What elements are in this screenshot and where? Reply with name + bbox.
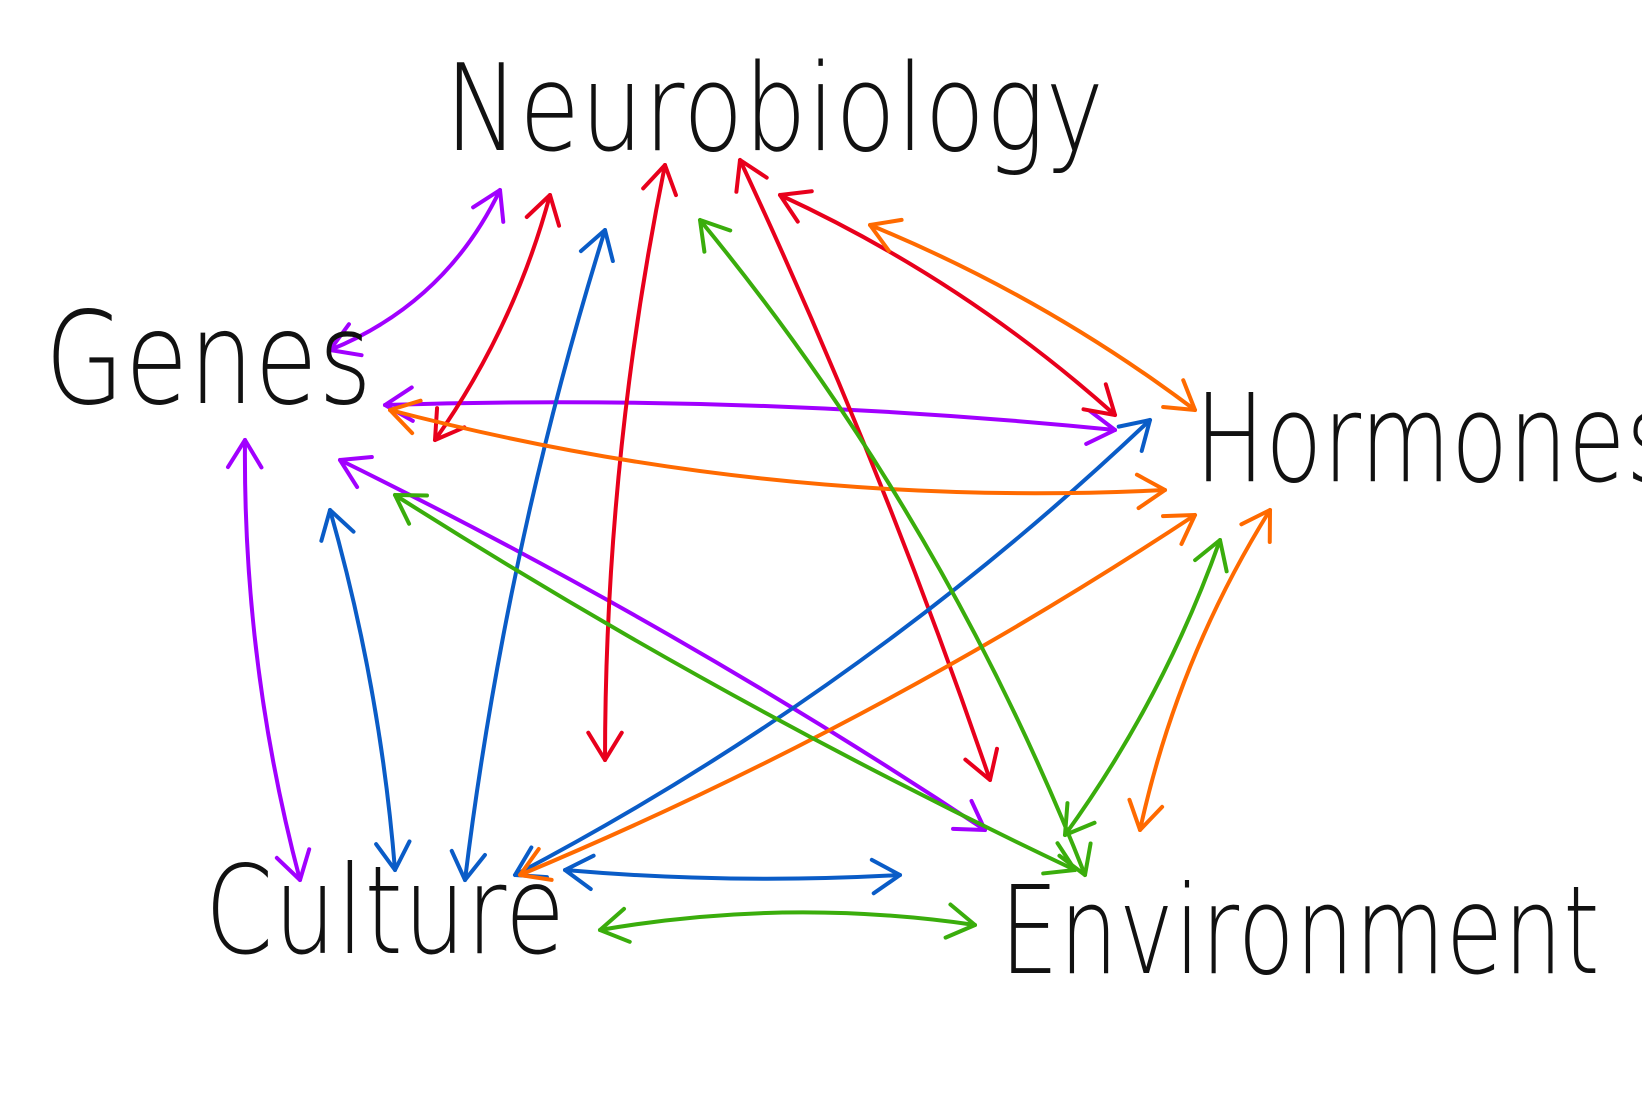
arrow-line-culture-genes [328, 508, 397, 872]
arrow-head-hormones [1081, 382, 1117, 417]
arrow-head-environment [1193, 538, 1229, 574]
arrow-line-neurobiology-environment [738, 158, 992, 782]
arrow-head-environment [1127, 797, 1165, 832]
arrow-environment-genes [393, 493, 1077, 876]
arrow-line-environment-genes [393, 493, 1077, 872]
arrow-head-neurobiology [471, 188, 506, 224]
arrow-head-genes [383, 385, 415, 423]
arrow-line-culture-environment [563, 868, 902, 881]
arrow-head-hormones [1084, 408, 1117, 446]
arrow-genes-environment [338, 455, 987, 832]
arrow-head-genes [374, 839, 412, 872]
arrow-head-environment [869, 857, 902, 896]
arrow-head-culture [598, 906, 632, 944]
arrow-line-hormones-culture [518, 513, 1197, 877]
arrow-hormones-culture [518, 513, 1197, 882]
arrow-environment-hormones [1063, 538, 1229, 837]
arrow-head-genes [393, 493, 429, 526]
arrow-genes-neurobiology [328, 188, 506, 358]
arrow-head-culture [578, 228, 615, 264]
arrow-line-genes-hormones [383, 400, 1117, 432]
arrow-line-neurobiology-hormones [778, 193, 1117, 417]
arrow-culture-genes [319, 508, 412, 872]
arrow-line-environment-hormones [1063, 538, 1222, 837]
arrow-head-genes [524, 193, 562, 228]
node-culture: Culture [205, 840, 566, 982]
arrow-head-culture [586, 730, 624, 762]
arrow-neurobiology-genes [433, 193, 562, 442]
arrow-head-hormones [1063, 801, 1097, 837]
arrow-culture-hormones [513, 418, 1152, 880]
arrow-head-environment [943, 902, 977, 940]
arrow-line-culture-neurobiology [463, 228, 607, 882]
arrow-line-genes-neurobiology [328, 188, 502, 352]
arrow-line-hormones-genes [388, 408, 1167, 496]
arrow-head-genes [338, 455, 374, 490]
node-genes: Genes [45, 285, 373, 434]
arrow-head-environment [951, 798, 987, 832]
arrow-head-genes [328, 322, 364, 358]
arrow-head-neurobiology [778, 189, 814, 224]
arrow-head-environment [1041, 841, 1077, 876]
arrow-culture-neurobiology [449, 228, 615, 882]
arrow-line-neurobiology-genes [433, 193, 552, 442]
arrow-line-hormones-environment [1138, 508, 1272, 832]
arrow-line-genes-culture [242, 438, 302, 882]
arrow-neurobiology-environment [734, 158, 999, 782]
arrow-head-genes [388, 398, 423, 436]
arrow-line-genes-environment [338, 458, 987, 832]
node-environment: Environment [1000, 860, 1601, 1002]
arrow-line-environment-neurobiology [698, 218, 1087, 877]
arrow-line-culture-hormones [513, 418, 1152, 877]
arrow-hormones-neurobiology [868, 217, 1197, 412]
arrow-genes-hormones [383, 385, 1117, 446]
arrow-head-culture [518, 847, 554, 882]
arrow-head-environment [963, 746, 999, 782]
node-hormones: Hormones [1195, 368, 1642, 510]
arrow-line-environment-culture [598, 910, 977, 932]
arrow-hormones-genes [388, 398, 1167, 511]
arrow-head-neurobiology [641, 163, 678, 198]
arrow-hormones-environment [1127, 508, 1272, 832]
arrow-culture-environment [563, 853, 902, 896]
node-neurobiology: Neurobiology [445, 40, 1105, 179]
arrow-head-neurobiology [433, 406, 467, 442]
arrow-neurobiology-hormones [778, 189, 1117, 417]
arrow-head-culture [563, 853, 596, 892]
arrow-head-hormones [1161, 513, 1197, 546]
arrow-head-culture [319, 508, 356, 543]
arrow-head-genes [225, 438, 264, 470]
arrow-head-hormones [1116, 418, 1152, 453]
arrow-head-culture [274, 847, 312, 882]
arrow-head-hormones [1134, 472, 1167, 511]
arrow-environment-culture [598, 902, 977, 944]
arrow-head-neurobiology [734, 158, 769, 194]
arrow-genes-culture [225, 438, 312, 882]
arrow-environment-neurobiology [698, 218, 1093, 877]
arrow-head-hormones [1239, 508, 1272, 544]
arrow-line-hormones-neurobiology [868, 223, 1197, 412]
arrow-head-neurobiology [449, 848, 487, 882]
arrow-head-neurobiology [1161, 378, 1197, 412]
arrow-head-hormones [868, 217, 904, 253]
arrow-head-environment [698, 218, 733, 254]
